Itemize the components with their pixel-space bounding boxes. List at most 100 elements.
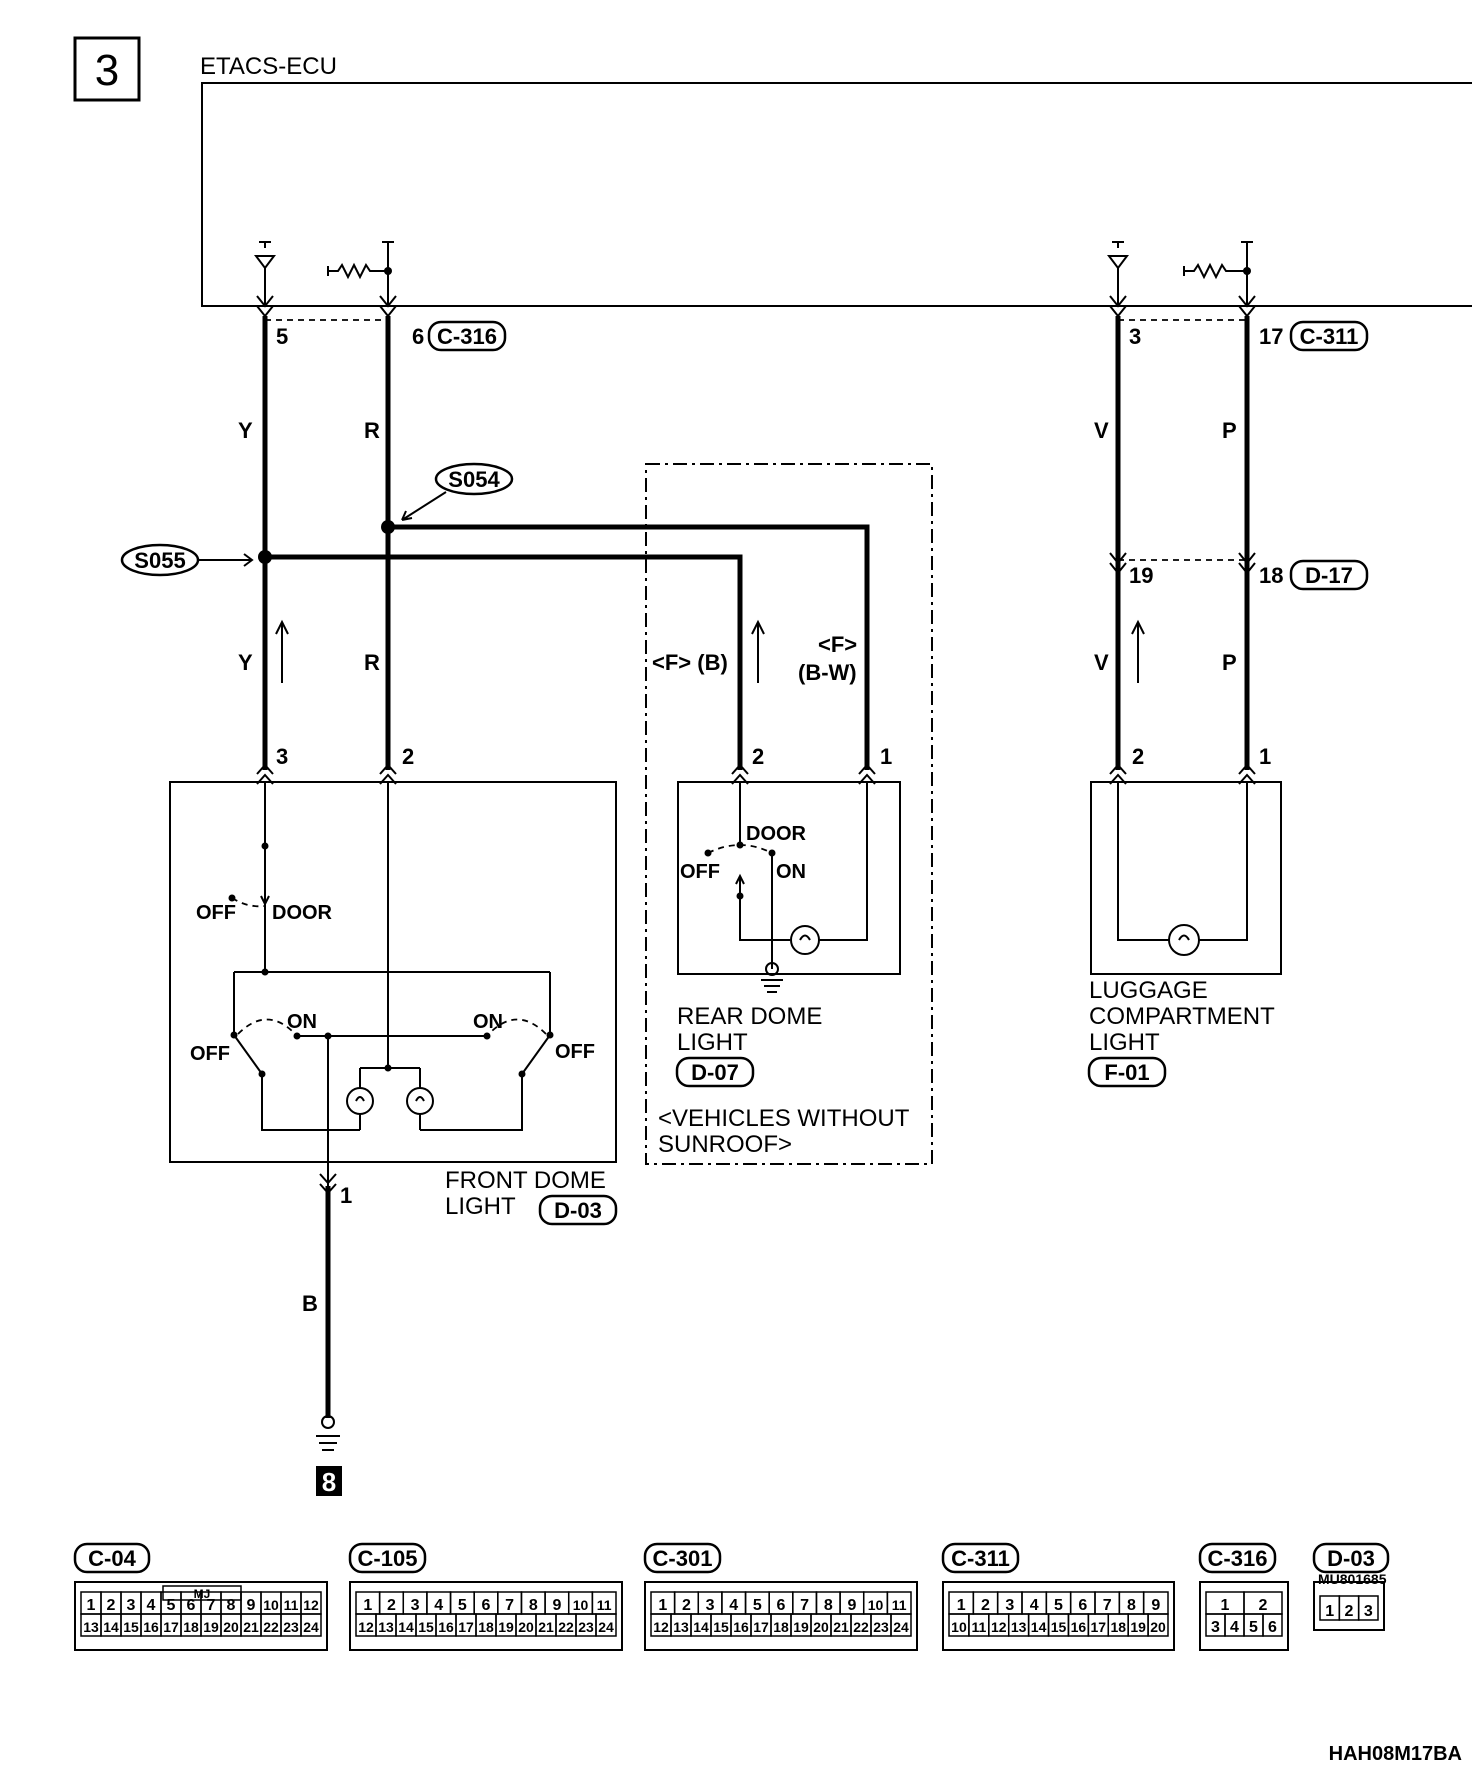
wire-label-y-bot: Y xyxy=(238,650,253,675)
pin-cell: 15 xyxy=(123,1619,139,1635)
pin-cell: 18 xyxy=(1110,1619,1126,1635)
connector-view-id: C-04 xyxy=(88,1546,136,1571)
pin-cell: 1 xyxy=(363,1597,372,1614)
connector-view-id: C-301 xyxy=(653,1546,713,1571)
connector-d03-label: D-03 xyxy=(554,1198,602,1223)
wires xyxy=(262,316,1250,1418)
splice-s054-dot xyxy=(381,520,395,534)
pin-cell: 6 xyxy=(187,1597,196,1614)
pin-cell: 3 xyxy=(1364,1603,1373,1620)
front-on-right: ON xyxy=(473,1011,503,1033)
pin-cell: 1 xyxy=(1221,1597,1230,1614)
pin-cell: 13 xyxy=(673,1619,689,1635)
pin-17: 17 xyxy=(1259,324,1283,349)
pin-cell: 14 xyxy=(103,1619,119,1635)
pin-cell: 8 xyxy=(1127,1597,1136,1614)
pin-cell: 3 xyxy=(411,1597,420,1614)
connector-d17-tag xyxy=(1289,559,1369,591)
splice-s054-leader xyxy=(401,491,447,521)
connector-c316-label: C-316 xyxy=(437,324,497,349)
pin-cell: 10 xyxy=(868,1597,884,1613)
pin-cell: 17 xyxy=(458,1619,474,1635)
wire-label-r-top: R xyxy=(364,418,380,443)
wire-y-branch xyxy=(265,554,743,770)
wire-label-r-bot: R xyxy=(364,650,380,675)
front-door: DOOR xyxy=(272,902,333,924)
rear-dome-light xyxy=(677,781,901,993)
pin-cell: 22 xyxy=(558,1619,574,1635)
ecu-internal-right xyxy=(1107,241,1253,306)
pin-cell: 10 xyxy=(263,1597,279,1613)
wire-label-rear-left: <F> (B) xyxy=(652,650,728,675)
page-number-box xyxy=(73,36,141,102)
pin-cell: 3 xyxy=(1005,1597,1014,1614)
front-dome-light xyxy=(169,781,617,1186)
pin-cell: 14 xyxy=(693,1619,709,1635)
pin-cell: 5 xyxy=(1249,1619,1258,1636)
pin-cell: 4 xyxy=(729,1597,738,1614)
pin-cell: 9 xyxy=(552,1597,561,1614)
pin-cell: 14 xyxy=(398,1619,414,1635)
ground-symbol xyxy=(316,1415,340,1451)
wire-label-v-bot: V xyxy=(1094,650,1109,675)
pin-cell: 12 xyxy=(991,1619,1007,1635)
wire-label-y-top: Y xyxy=(238,418,253,443)
pin-cell: 17 xyxy=(753,1619,769,1635)
pin-cell: 3 xyxy=(1211,1619,1220,1636)
connector-d03-tag xyxy=(538,1194,618,1226)
flow-arrows xyxy=(275,619,1145,683)
connector-c316-tag xyxy=(427,320,507,352)
wire-label-p-bot: P xyxy=(1222,650,1237,675)
connector-f01-tag xyxy=(1087,1056,1167,1088)
pin-cell: 13 xyxy=(83,1619,99,1635)
vehicles-note-1: <VEHICLES WITHOUT xyxy=(658,1105,910,1132)
pin-cell: 1 xyxy=(87,1597,96,1614)
pin-cell: 20 xyxy=(518,1619,534,1635)
pin-cell: 2 xyxy=(387,1597,396,1614)
rear-dome-label-1: REAR DOME xyxy=(677,1003,822,1030)
pin-cell: 16 xyxy=(1071,1619,1087,1635)
pin-cell: 5 xyxy=(1054,1597,1063,1614)
connector-part-number: MU801685 xyxy=(1318,1571,1387,1587)
pin-cell: 19 xyxy=(498,1619,514,1635)
pin-cell: 6 xyxy=(482,1597,491,1614)
pin-lug-1: 1 xyxy=(1259,744,1271,769)
pin-cell: 4 xyxy=(1030,1597,1039,1614)
front-off-left: OFF xyxy=(190,1043,230,1065)
page-number: 3 xyxy=(95,46,119,95)
connector-d17-marks xyxy=(1109,552,1256,575)
pin-cell: 23 xyxy=(873,1619,889,1635)
pin-cell: 2 xyxy=(1259,1597,1268,1614)
connector-tag: MJ xyxy=(194,1587,211,1601)
pin-cell: 7 xyxy=(1103,1597,1112,1614)
pin-cell: 18 xyxy=(773,1619,789,1635)
connector-c311-tag xyxy=(1289,320,1369,352)
luggage-label-2: COMPARTMENT xyxy=(1089,1003,1275,1030)
pin-cell: 21 xyxy=(833,1619,849,1635)
pin-cell: 7 xyxy=(505,1597,514,1614)
splice-s055-dot xyxy=(258,550,272,564)
pin-cell: 10 xyxy=(573,1597,589,1613)
splice-s055-label: S055 xyxy=(134,548,185,573)
vehicles-note-2: SUNROOF> xyxy=(658,1131,792,1158)
pin-cell: 7 xyxy=(800,1597,809,1614)
pin-cell: 11 xyxy=(597,1597,612,1613)
pin-cell: 9 xyxy=(247,1597,256,1614)
pin-cell: 18 xyxy=(183,1619,199,1635)
ecu-box xyxy=(201,82,1472,307)
pin-cell: 1 xyxy=(658,1597,667,1614)
rear-on: ON xyxy=(776,861,806,883)
connector-d17-label: D-17 xyxy=(1305,563,1353,588)
figure-code: HAH08M17BA xyxy=(1329,1743,1462,1765)
connector-c311-label: C-311 xyxy=(1300,324,1359,349)
rear-off: OFF xyxy=(680,861,720,883)
ground-ref-box xyxy=(316,1466,342,1496)
splice-s055-leader xyxy=(198,553,254,567)
pin-cell: 22 xyxy=(853,1619,869,1635)
pin-cell: 1 xyxy=(1325,1603,1334,1620)
connector-view-id: C-105 xyxy=(358,1546,418,1571)
